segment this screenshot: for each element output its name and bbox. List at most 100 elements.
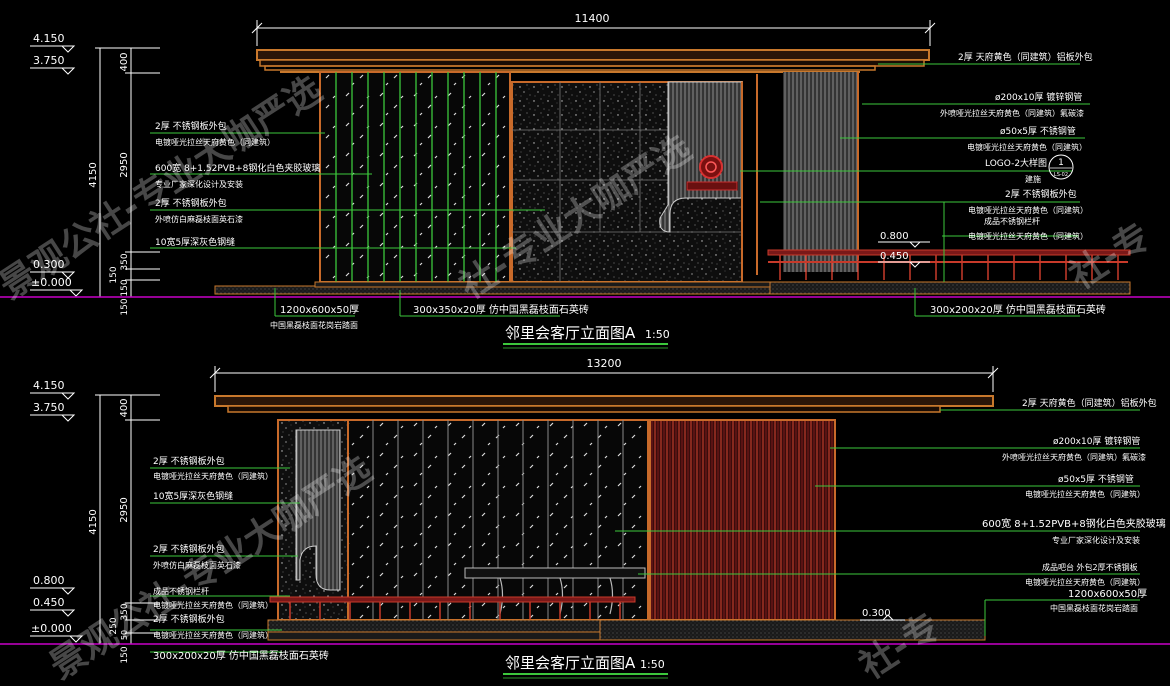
bottom-left-note-1b: 电镀哑光拉丝天府黄色（同建筑） xyxy=(153,471,273,481)
top-vdim-150c: 150 xyxy=(120,298,130,315)
bottom-right-note-5a: 成品吧台 外包2厚不锈钢板 xyxy=(1042,562,1138,572)
top-left-note-3a: 2厚 不锈钢板外包 xyxy=(155,197,227,209)
bottom-title: 邻里会客厅立面图A xyxy=(505,654,636,672)
bottom-left-note-4a: 成品不锈钢栏杆 xyxy=(153,586,209,596)
top-right-note-6a: 成品不锈钢栏杆 xyxy=(984,216,1040,226)
top-vdim-2950: 2950 xyxy=(119,152,130,177)
bottom-level-0450: 0.450 xyxy=(33,596,65,609)
bottom-vdim-2950: 2950 xyxy=(119,497,130,522)
top-red-railing xyxy=(767,249,1131,280)
bottom-right-notes: 2厚 天府黄色（同建筑）铝板外包 ø200x10厚 镀锌钢管 外喷哑光拉丝天府黄… xyxy=(615,397,1166,636)
top-right-note-2a: ø200x10厚 镀锌钢管 xyxy=(995,91,1082,103)
top-level-3750: 3.750 xyxy=(33,54,65,67)
bottom-red-slat-panel xyxy=(649,419,836,621)
bottom-vdim-350: 350 xyxy=(120,603,130,620)
bottom-left-note-2a: 10宽5厚深灰色钢缝 xyxy=(153,490,233,502)
top-vdim-150a: 150 xyxy=(109,266,119,283)
bottom-left-note-5b: 电镀哑光拉丝天府黄色（同建筑） xyxy=(153,630,273,640)
bottom-curved-slat-feature xyxy=(295,429,341,591)
bottom-right-note-2a: ø200x10厚 镀锌钢管 xyxy=(1053,435,1140,447)
top-bottom-note-1a: 1200x600x50厚 xyxy=(280,304,359,316)
top-right-note-5a: 2厚 不锈钢板外包 xyxy=(1005,188,1077,200)
bottom-left-notes: 2厚 不锈钢板外包 电镀哑光拉丝天府黄色（同建筑） 10宽5厚深灰色钢缝 2厚 … xyxy=(150,455,329,662)
top-right-note-5b: 电镀哑光拉丝天府黄色（同建筑） xyxy=(968,205,1088,215)
top-bottom-note-1b: 中国黑磊枝面花岗岩踏面 xyxy=(270,320,358,330)
bottom-vdim-250: 250 xyxy=(109,617,119,634)
bottom-right-note-6a: 1200x600x50厚 xyxy=(1068,588,1147,600)
top-bottom-notes: 1200x600x50厚 中国黑磊枝面花岗岩踏面 300x350x20厚 仿中国… xyxy=(270,288,1106,330)
bottom-overall-dimension: 13200 xyxy=(209,357,999,392)
top-right-note-3b: 电镀哑光拉丝天府黄色（同建筑） xyxy=(967,142,1087,152)
top-left-notes: 2厚 不锈钢板外包 电镀哑光拉丝天府黄色（同建筑） 600宽 8+1.52PVB… xyxy=(150,120,545,249)
bottom-level-4150: 4.150 xyxy=(33,379,65,392)
top-right-notes: 2厚 天府黄色（同建筑）铝板外包 ø200x10厚 镀锌钢管 外喷哑光拉丝天府黄… xyxy=(740,51,1093,282)
bottom-vdim-150: 150 xyxy=(120,646,130,663)
bottom-right-note-2b: 外喷哑光拉丝天府黄色（同建筑）氟碳漆 xyxy=(1002,452,1146,462)
top-overall-dimension: 11400 xyxy=(251,12,936,46)
top-left-note-1b: 电镀哑光拉丝天府黄色（同建筑） xyxy=(155,137,275,147)
bottom-right-note-3b: 电镀哑光拉丝天府黄色（同建筑） xyxy=(1025,489,1145,499)
top-right-note-1a: 2厚 天府黄色（同建筑）铝板外包 xyxy=(958,51,1093,63)
top-right-note-6b: 电镀哑光拉丝天府黄色（同建筑） xyxy=(968,231,1088,241)
top-vdim-total: 4150 xyxy=(88,162,99,187)
bottom-level-0000: ±0.000 xyxy=(31,622,72,635)
top-logo-tag-sub: LS-02 xyxy=(1054,172,1068,178)
bottom-right-note-6b: 中国黑磊枝面花岗岩踏面 xyxy=(1050,603,1138,613)
top-bench-levels: 0.800 0.450 xyxy=(878,231,930,268)
top-left-note-3b: 外喷仿白麻磊枝面英石漆 xyxy=(155,214,243,224)
top-left-note-2b: 专业厂家深化设计及安装 xyxy=(155,179,243,189)
top-roof xyxy=(256,49,930,73)
bottom-left-note-6a: 300x200x20厚 仿中国黑磊枝面石英砖 xyxy=(153,649,329,662)
top-logo-tag-num: 1 xyxy=(1058,158,1064,168)
bottom-title-block: 邻里会客厅立面图A 1:50 xyxy=(503,654,668,679)
bottom-right-note-5b: 电镀哑光拉丝天府黄色（同建筑） xyxy=(1025,577,1145,587)
top-overall-width-label: 11400 xyxy=(575,12,610,25)
top-bench-level-0450: 0.450 xyxy=(880,251,909,262)
bottom-overall-width-label: 13200 xyxy=(587,357,622,370)
bottom-level-0800: 0.800 xyxy=(33,574,65,587)
top-title-block: 邻里会客厅立面图A 1:50 xyxy=(503,324,670,349)
bottom-level-0300: 0.300 xyxy=(862,608,891,619)
top-logo-detail-tag xyxy=(1048,154,1074,180)
bottom-level-3750: 3.750 xyxy=(33,401,65,414)
bottom-left-note-5a: 2厚 不锈钢板外包 xyxy=(153,613,225,625)
bottom-left-note-3a: 2厚 不锈钢板外包 xyxy=(153,543,225,555)
bottom-glass-mullions xyxy=(372,420,624,620)
top-level-0300: 0.300 xyxy=(33,258,65,271)
bottom-elevation: 13200 4.150 3.750 0.800 0.450 ±0.000 415… xyxy=(0,357,1170,679)
bottom-roof xyxy=(214,395,994,421)
top-vdim-350: 350 xyxy=(120,253,130,270)
top-vdim-150b: 150 xyxy=(120,279,130,296)
top-left-note-4a: 10宽5厚深灰色钢缝 xyxy=(155,236,235,248)
bottom-base xyxy=(0,619,1170,645)
top-level-4150: 4.150 xyxy=(33,32,65,45)
bottom-right-note-1a: 2厚 天府黄色（同建筑）铝板外包 xyxy=(1022,397,1157,409)
bottom-left-note-3b: 外喷仿白麻磊枝面英石漆 xyxy=(153,560,241,570)
top-title: 邻里会客厅立面图A xyxy=(505,324,636,342)
top-stone-joints xyxy=(512,82,742,282)
top-left-note-1a: 2厚 不锈钢板外包 xyxy=(155,120,227,132)
top-bottom-note-2a: 300x350x20厚 仿中国黑磊枝面石英砖 xyxy=(413,303,589,316)
bottom-vdim-50: 50 xyxy=(120,630,129,640)
top-logo-word: 建施 xyxy=(1025,174,1041,184)
bottom-right-note-4a: 600宽 8+1.52PVB+8钢化白色夹胶玻璃 xyxy=(982,517,1166,530)
top-left-note-2a: 600宽 8+1.52PVB+8钢化白色夹胶玻璃 xyxy=(155,162,320,174)
bottom-vdim-total: 4150 xyxy=(88,509,99,534)
top-curved-slat-feature xyxy=(659,81,743,233)
top-right-note-2b: 外喷哑光拉丝天府黄色（同建筑）氟碳漆 xyxy=(940,108,1084,118)
bottom-left-note-4b: 电镀哑光拉丝天府黄色（同建筑） xyxy=(153,600,273,610)
top-elevation: 11400 4.150 3.750 0.300 ±0.000 4150 400 … xyxy=(0,12,1170,349)
bottom-left-note-1a: 2厚 不锈钢板外包 xyxy=(153,455,225,467)
top-base xyxy=(0,281,1170,298)
top-vdim-400: 400 xyxy=(119,52,130,71)
bottom-vdim-400: 400 xyxy=(119,398,130,417)
top-level-0000: ±0.000 xyxy=(31,276,72,289)
top-bench-level-0800: 0.800 xyxy=(880,231,909,242)
top-title-scale: 1:50 xyxy=(645,328,670,341)
top-logo xyxy=(686,155,738,191)
bottom-right-note-4b: 专业厂家深化设计及安装 xyxy=(1052,535,1140,545)
bottom-title-scale: 1:50 xyxy=(640,658,665,671)
top-right-note-3a: ø50x5厚 不锈钢管 xyxy=(1000,125,1076,137)
